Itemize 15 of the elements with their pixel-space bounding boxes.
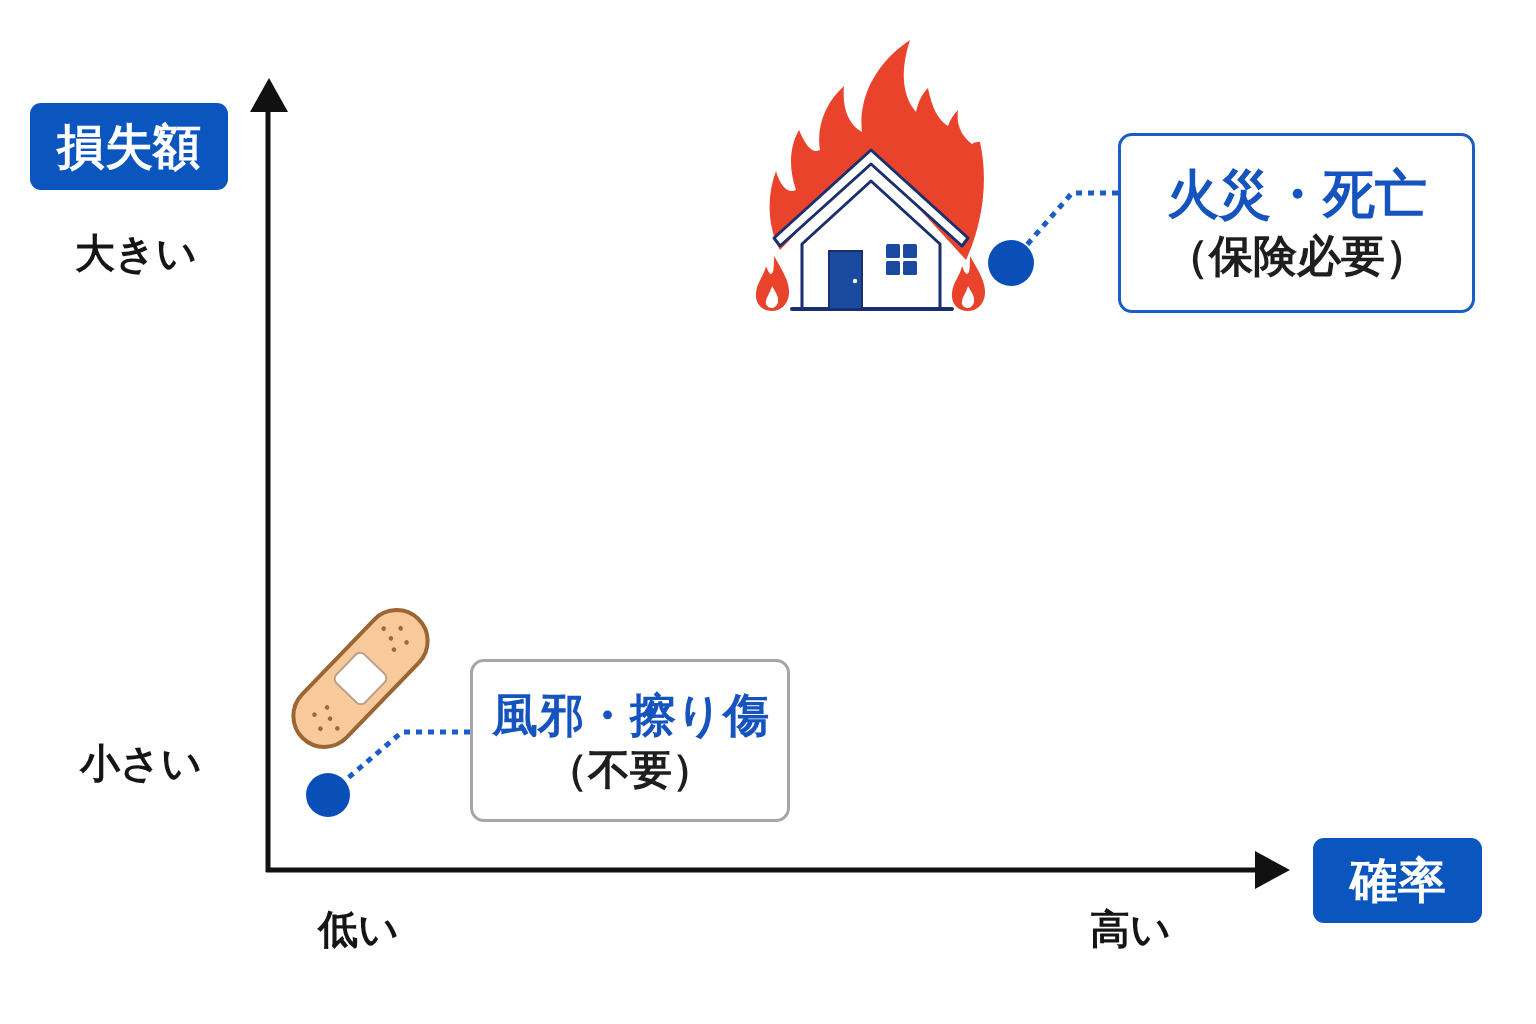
insurance-need-note: （保険必要） — [1164, 230, 1429, 282]
axis-title: 確率 — [1313, 838, 1482, 923]
callout-box — [470, 659, 790, 822]
axis-title: 損失額 — [30, 103, 228, 190]
risk-title: 火災・死亡 — [1166, 164, 1427, 224]
insurance-need-note: （不要） — [546, 745, 714, 794]
risk-title: 風邪・擦り傷 — [491, 687, 769, 742]
axis-scale-label: 低い — [318, 905, 399, 954]
axis-scale-label: 大きい — [75, 229, 197, 278]
axis-scale-label: 高い — [1090, 905, 1171, 954]
leader-line — [1024, 190, 1118, 248]
callout-box — [1118, 133, 1475, 313]
data-point-icon — [988, 240, 1034, 286]
axis-scale-label: 小さい — [80, 739, 202, 788]
data-point-icon — [306, 773, 350, 817]
